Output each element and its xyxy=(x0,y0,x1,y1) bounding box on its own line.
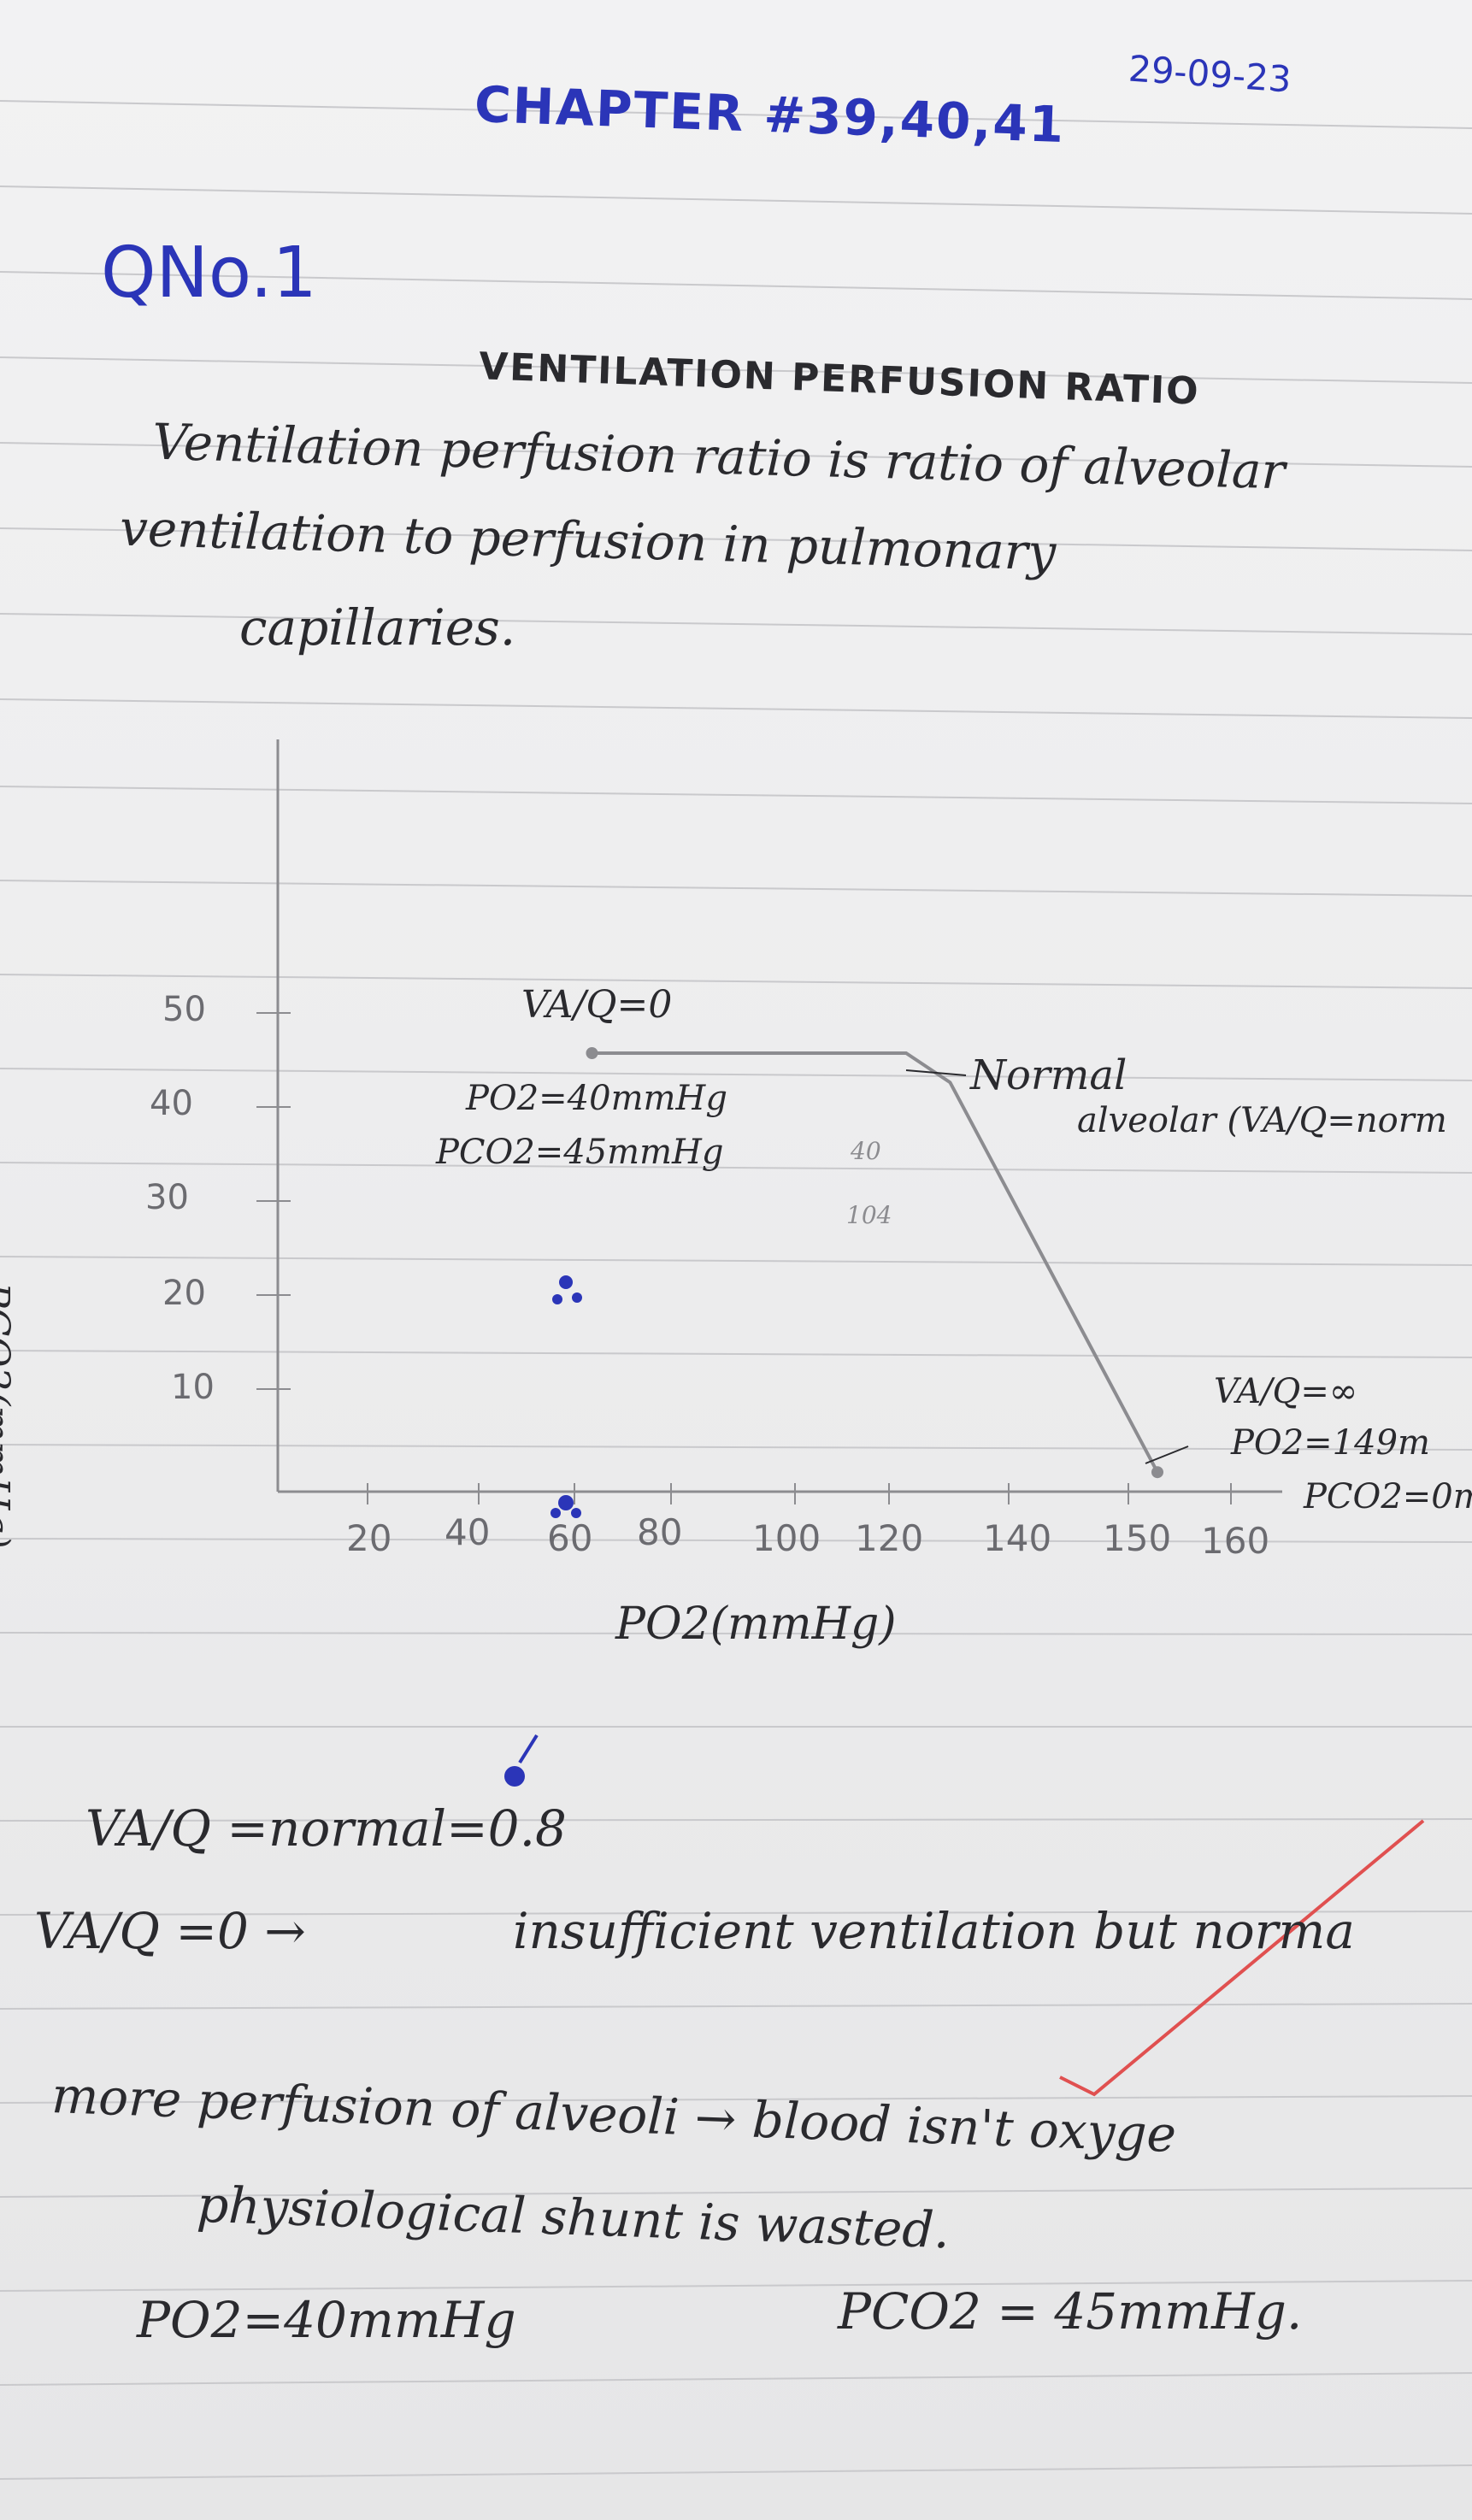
annotation-zero-title: VA/Q=0 xyxy=(521,983,673,1027)
x-tick-label: 60 xyxy=(547,1517,593,1559)
x-tick-label: 150 xyxy=(1103,1517,1172,1559)
annotation-inf-po2: PO2=149m xyxy=(1231,1423,1430,1463)
annotation-zero-po2: PO2=40mmHg xyxy=(466,1079,727,1118)
y-axis-label: PCO2(mmHg) xyxy=(0,1282,17,1549)
note-zero-ratio: VA/Q =0 → xyxy=(34,1902,306,1960)
y-tick-label: 20 xyxy=(162,1274,206,1313)
inf-pointer xyxy=(1145,1445,1189,1464)
ink-blots xyxy=(504,1275,582,1787)
annotation-normal-alveolar: alveolar (VA/Q=norm xyxy=(1077,1101,1447,1140)
x-axis-label: PO2(mmHg) xyxy=(615,1599,897,1650)
note-normal-ratio: VA/Q =normal=0.8 xyxy=(85,1799,567,1858)
y-tick-marks xyxy=(256,1012,291,1390)
x-tick-marks xyxy=(367,1483,1232,1504)
x-tick-label: 20 xyxy=(346,1517,392,1559)
question-number: QNo.1 xyxy=(101,233,317,314)
x-tick-label: 120 xyxy=(855,1517,924,1559)
note-po2: PO2=40mmHg xyxy=(137,2291,516,2349)
x-tick-label: 160 xyxy=(1201,1520,1270,1562)
annotation-inf-pco2: PCO2=0m xyxy=(1304,1477,1472,1516)
y-tick-label: 30 xyxy=(145,1178,189,1217)
note-insufficient-ventilation: insufficient ventilation but norma xyxy=(513,1902,1355,1960)
x-tick-label: 80 xyxy=(637,1511,683,1553)
annotation-zero-pco2: PCO2=45mmHg xyxy=(436,1133,724,1172)
normal-pointer xyxy=(905,1069,967,1076)
ink-stroke xyxy=(518,1734,539,1764)
curve-end-point xyxy=(1151,1466,1163,1479)
note-pco2: PCO2 = 45mmHg. xyxy=(838,2282,1303,2340)
definition-line-3: capillaries. xyxy=(239,598,516,656)
annotation-inf-title: VA/Q=∞ xyxy=(1214,1372,1358,1411)
red-pen-mark xyxy=(1059,1819,1425,2097)
annotation-normal: Normal xyxy=(970,1051,1128,1099)
annotation-inner-40: 40 xyxy=(851,1137,881,1165)
y-tick-label: 40 xyxy=(150,1084,193,1123)
x-tick-label: 140 xyxy=(983,1517,1052,1559)
y-tick-label: 50 xyxy=(162,990,206,1029)
annotation-inner-104: 104 xyxy=(846,1201,892,1229)
va-q-curve xyxy=(590,1051,1159,1475)
y-tick-label: 10 xyxy=(171,1368,215,1407)
x-tick-label: 100 xyxy=(752,1517,821,1559)
curve-start-point xyxy=(586,1047,598,1059)
x-tick-label: 40 xyxy=(445,1511,491,1553)
